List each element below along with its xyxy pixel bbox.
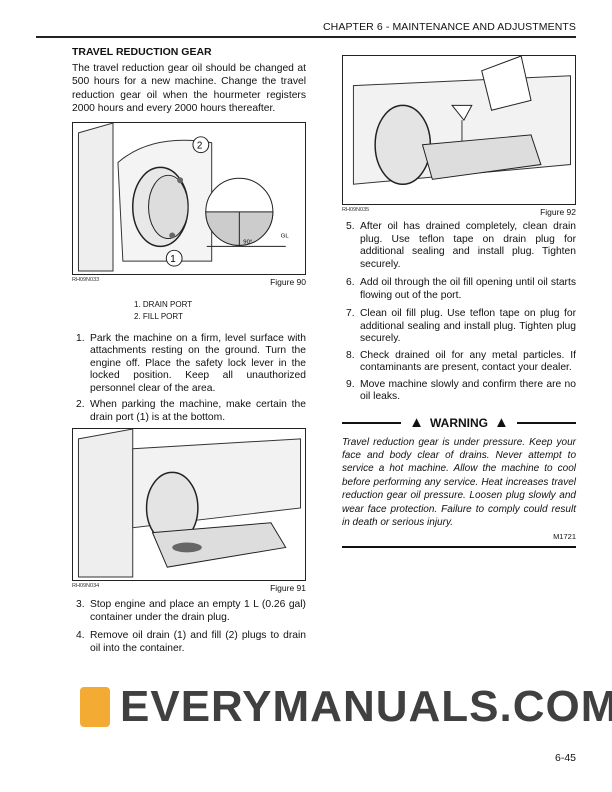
right-column: RH09N035 Figure 92 5.After oil has drain… xyxy=(342,55,576,549)
step-6: 6.Add oil through the oil fill opening u… xyxy=(346,277,576,301)
figure-90-code: RH09N033 xyxy=(72,276,100,283)
step-4: 4.Remove oil drain (1) and fill (2) plug… xyxy=(76,630,306,654)
callout-1: 1 xyxy=(170,254,175,265)
chapter-header: CHAPTER 6 - MAINTENANCE AND ADJUSTMENTS xyxy=(322,21,576,33)
header-rule xyxy=(36,36,576,38)
angle-label: 90° xyxy=(243,239,252,245)
watermark-text: EVERYMANUALS.COM xyxy=(120,682,612,731)
figure-90-label: Figure 90 xyxy=(270,276,306,287)
ground-level-label: GL xyxy=(281,233,290,239)
warning-triangle-icon: ▲ xyxy=(409,414,424,431)
step-8: 8.Check drained oil for any metal partic… xyxy=(346,349,576,374)
figure-90-caption: RH09N033 Figure 90 xyxy=(72,277,306,287)
step-5: 5.After oil has drained completely, clea… xyxy=(346,221,576,270)
page-number: 6-45 xyxy=(554,752,576,764)
left-column: TRAVEL REDUCTION GEAR The travel reducti… xyxy=(72,46,306,655)
warning-code: M1721 xyxy=(553,532,576,542)
steps-1-2: 1.Park the machine on a firm, level surf… xyxy=(72,333,306,425)
figure-91-caption: RH09N034 Figure 91 xyxy=(72,583,306,593)
warning-triangle-icon: ▲ xyxy=(494,414,509,431)
callout-2: 2 xyxy=(197,140,202,151)
figure-legend: 1. DRAIN PORT 2. FILL PORT xyxy=(72,299,306,323)
figure-92-code: RH09N035 xyxy=(342,207,370,213)
step-1: 1.Park the machine on a firm, level surf… xyxy=(76,332,306,394)
warning-rule xyxy=(342,546,576,549)
figure-92-image xyxy=(342,55,576,205)
warning-title: WARNING xyxy=(430,415,488,430)
watermark: EVERYMANUALS.COM xyxy=(80,682,612,732)
step-9: 9.Move machine slowly and confirm there … xyxy=(346,378,576,403)
intro-paragraph: The travel reduction gear oil should be … xyxy=(72,63,306,115)
legend-fill-port: 2. FILL PORT xyxy=(134,311,183,321)
warning-text: Travel reduction gear is under pressure.… xyxy=(342,436,576,528)
figure-92-caption: RH09N035 Figure 92 xyxy=(342,207,576,217)
step-3: 3.Stop engine and place an empty 1 L (0.… xyxy=(76,599,306,623)
section-title: TRAVEL REDUCTION GEAR xyxy=(72,46,212,58)
figure-91-code: RH09N034 xyxy=(72,583,100,590)
figure-91-label: Figure 91 xyxy=(270,583,306,594)
legend-drain-port: 1. DRAIN PORT xyxy=(134,299,193,309)
steps-3-4: 3.Stop engine and place an empty 1 L (0.… xyxy=(72,599,306,655)
figure-91-image xyxy=(72,428,306,582)
steps-5-9: 5.After oil has drained completely, clea… xyxy=(342,221,576,404)
step-7: 7.Clean oil fill plug. Use teflon tape o… xyxy=(346,308,576,344)
figure-92-label: Figure 92 xyxy=(540,207,576,217)
watermark-logo xyxy=(80,687,110,727)
figure-90-image: 2 1 90° GL xyxy=(72,121,306,275)
step-2: 2.When parking the machine, make certain… xyxy=(76,399,306,423)
warning-heading: ▲ WARNING ▲ xyxy=(342,414,576,432)
